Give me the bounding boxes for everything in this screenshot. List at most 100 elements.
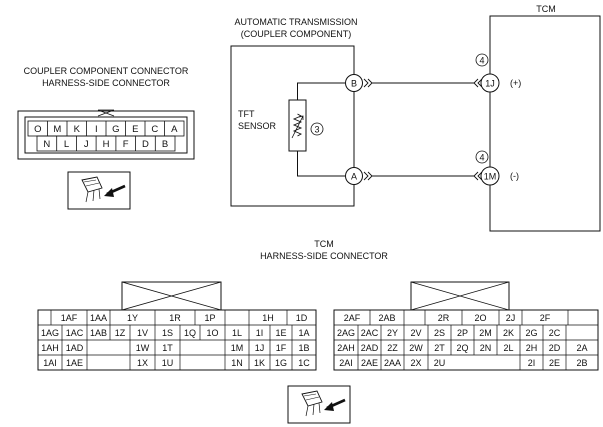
left-latch-cross [121,281,222,311]
tcm-pin: 2AB [378,313,395,323]
tcm-pin: 2B [576,358,587,368]
at-pin-a-label: A [351,172,357,182]
tcm-pin: 2Q [456,343,468,353]
tcm-pin: 2E [549,358,560,368]
connector-mark-1m [473,171,483,181]
tcm-pin: 2H [526,343,538,353]
tcm-pin: 2U [434,358,446,368]
tcm-box-group: TCM 1J 1M 4 4 (+) (-) [473,4,601,232]
tcm-pin-1m-circle [480,166,500,186]
tcm-pin: 2AI [339,358,353,368]
tcm-pin: 2L [503,343,513,353]
tcm-connector-view-icon [287,385,351,424]
tcm-pin: 2V [410,328,421,338]
coupler-pin: N [43,139,50,150]
tcm-pin: 1X [137,358,148,368]
tft-sensor-label-line1: TFT [238,109,255,119]
coupler-latch-mark [97,109,115,117]
tcm-pin: 1AC [66,328,84,338]
tcm-connector-title-line1: TCM [314,239,334,249]
thermistor-icon [288,99,307,152]
tcm-pin: 2C [549,328,561,338]
ref-number-1m: 4 [479,153,484,163]
coupler-pin: I [95,124,98,135]
tcm-pin: 1A [298,328,309,338]
tcm-pin: 2AC [361,328,379,338]
connector-mark-b [363,78,373,88]
tcm-pin: 1Y [127,313,138,323]
tcm-pin: 2I [528,358,536,368]
connector-mark-a [363,171,373,181]
tcm-pin: 2X [410,358,421,368]
tcm-pin: 2J [506,313,516,323]
sensor-ref-number: 3 [314,125,319,135]
tcm-pin: 1AG [41,328,59,338]
at-box [230,45,355,207]
coupler-connector-group: COUPLER COMPONENT CONNECTOR HARNESS-SIDE… [17,66,195,210]
at-pin-b-label: B [351,79,357,89]
coupler-pin: M [53,124,61,135]
tcm-pin: 2AE [361,358,378,368]
coupler-row2: N L J H F D B [36,135,176,152]
coupler-pin: D [142,139,149,150]
coupler-pin: H [103,139,110,150]
tcm-pin: 1Q [184,328,196,338]
ref-number-1j: 4 [479,56,484,66]
at-pin-b-circle [345,74,363,92]
at-pin-a-circle [345,167,363,185]
tcm-pin: 1AB [90,328,107,338]
tcm-pin: 1B [298,343,309,353]
tcm-pin: 1D [296,313,308,323]
tft-sensor-label-line2: SENSOR [238,121,277,131]
tcm-pin: 2O [474,313,486,323]
tcm-pin: 2N [480,343,492,353]
tcm-pin: 1AD [66,343,84,353]
tcm-connector-left: 1AF 1AA 1Y 1R 1P 1H 1D 1AG 1AC 1AB 1Z 1V… [37,281,317,371]
tcm-pin: 1N [231,358,243,368]
tcm-pin: 1J [255,343,265,353]
tcm-pin: 1Z [115,328,126,338]
tcm-pin: 1K [254,358,265,368]
at-title-line1: AUTOMATIC TRANSMISSION [234,17,357,27]
tcm-pin: 1AH [41,343,59,353]
tcm-pin: 1P [204,313,215,323]
tcm-pin: 2Z [387,343,398,353]
tcm-pin: 1E [275,328,286,338]
tcm-pin-1m-label: 1M [484,172,497,182]
ref-circle-1m [475,150,489,164]
tcm-pin: 1AF [61,313,78,323]
tcm-pin: 2M [479,328,492,338]
tcm-pin: 1M [231,343,244,353]
connector-mark-1j [473,78,483,88]
tcm-pin: 2AD [361,343,379,353]
tcm-pin: 2T [434,343,445,353]
tcm-pin: 1L [232,328,242,338]
tcm-pin: 2A [576,343,587,353]
tcm-pin: 1V [137,328,148,338]
tcm-pin: 1R [169,313,181,323]
coupler-title-line2: HARNESS-SIDE CONNECTOR [42,78,170,88]
right-latch-cross [410,281,510,311]
coupler-pin: C [151,124,158,135]
tcm-pin: 2D [549,343,561,353]
tcm-pin: 2Y [387,328,398,338]
tcm-pin: 2P [457,328,468,338]
tcm-box [489,15,601,232]
tcm-pin: 2W [409,343,423,353]
coupler-pin: L [64,139,69,150]
tcm-pin: 1O [206,328,218,338]
tcm-pin: 1AE [66,358,83,368]
wire-b-internal [297,82,345,100]
coupler-pin: O [34,124,41,135]
wire-a-internal [297,151,345,177]
coupler-pin: G [112,124,119,135]
tcm-pin: 1G [275,358,287,368]
tcm-pin: 1AA [90,313,107,323]
tcm-pin-1j-label: 1J [485,79,495,89]
tcm-sign-minus: (-) [510,171,519,181]
coupler-pin: F [123,139,129,150]
tcm-pin: 1W [136,343,150,353]
coupler-pin: A [171,124,178,135]
tcm-pin: 1U [162,358,174,368]
